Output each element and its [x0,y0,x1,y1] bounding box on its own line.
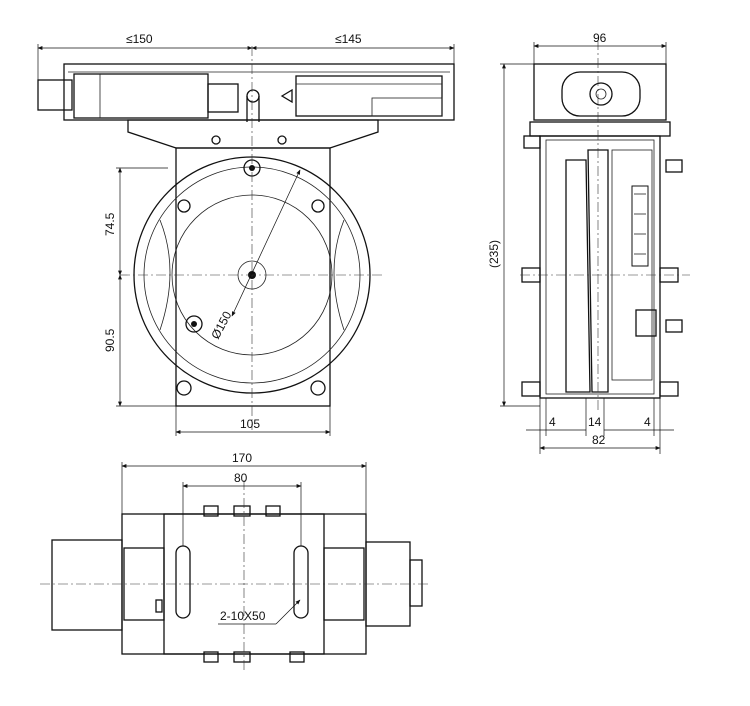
dim-front-upper-height: 74.5 [103,212,117,236]
dim-plan-slot-spacing: 80 [234,471,248,485]
dim-base-width: 105 [240,417,260,431]
plan-view [40,480,430,672]
dim-side-groove: 14 [588,415,602,429]
dim-front-right-width: ≤145 [335,32,362,46]
front-dimensions [37,44,455,436]
dim-plan-slot-note: 2-10X50 [220,609,266,623]
dim-side-base-width: 82 [592,433,606,447]
dim-pulley-diameter: Ø150 [208,309,234,342]
dim-plan-total-width: 170 [232,451,252,465]
side-view [520,40,690,410]
dim-side-right-inset: 4 [644,415,651,429]
side-dimensions [500,42,674,454]
front-view [37,46,455,430]
dim-side-height: (235) [487,240,501,268]
dim-front-lower-height: 90.5 [103,328,117,352]
plan-dimensions [121,462,367,546]
dim-front-left-width: ≤150 [126,32,153,46]
dim-side-left-inset: 4 [549,415,556,429]
dim-side-width: 96 [593,31,607,45]
